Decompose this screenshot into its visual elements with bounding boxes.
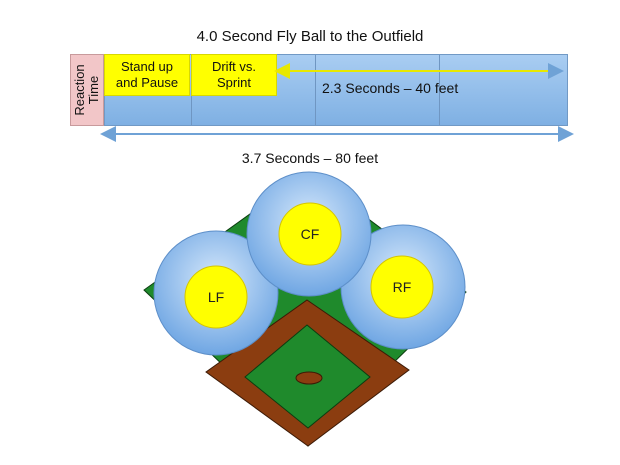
- phase1-line2: and Pause: [115, 75, 179, 90]
- phase2-line2: Sprint: [217, 75, 251, 90]
- phase2-line1: Drift vs.: [211, 59, 257, 74]
- total-time-label: 3.7 Seconds – 80 feet: [241, 150, 379, 166]
- bar-divider: [439, 55, 440, 125]
- lf-label: LF: [208, 289, 224, 305]
- phase1-line1: Stand up: [120, 59, 174, 74]
- phase-drift-box: Drift vs. Sprint: [191, 54, 277, 96]
- pitchers-mound: [295, 371, 323, 385]
- cf-label: CF: [301, 226, 320, 242]
- rf-player-marker: [370, 255, 434, 319]
- bar-divider: [315, 55, 316, 125]
- reaction-time-box: Reaction Time: [70, 54, 104, 126]
- phase-stand-up-box: Stand up and Pause: [104, 54, 190, 96]
- diagram-title: 4.0 Second Fly Ball to the Outfield: [196, 28, 424, 45]
- timeline-bar: Reaction Time Stand up and Pause Drift v…: [70, 54, 568, 126]
- sprint-label: 2.3 Seconds – 40 feet: [322, 80, 459, 96]
- cf-player-marker: [278, 202, 342, 266]
- lf-player-marker: [184, 265, 248, 329]
- rf-label: RF: [393, 279, 412, 295]
